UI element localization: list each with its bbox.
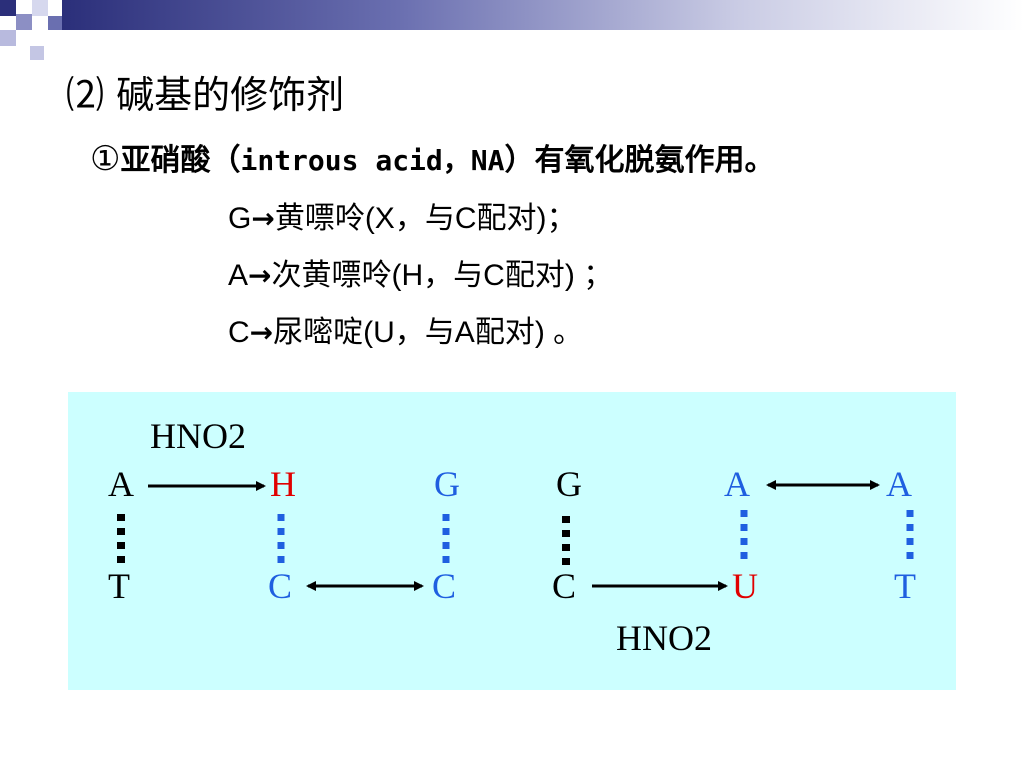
base-c-reference: C (432, 566, 456, 606)
base-t-reference: T (894, 566, 916, 606)
rule-c: C→尿嘧啶(U，与A配对) 。 (228, 315, 584, 350)
base-t-left: T (108, 566, 130, 606)
reagent-label-right: HNO2 (616, 618, 712, 658)
base-u-modified: U (732, 566, 758, 606)
base-h-modified: H (270, 464, 296, 504)
arrow-icon: → (248, 259, 272, 292)
base-a-reference: A (886, 464, 912, 504)
subheading-before: 亚硝酸（ (120, 143, 241, 178)
arrow-icon: → (249, 316, 274, 349)
base-g-right: G (556, 464, 582, 504)
subheading-marker: ① (90, 139, 121, 179)
title-bar-gradient (62, 0, 1024, 30)
base-a-left: A (108, 464, 134, 504)
subheading: ①亚硝酸（introus acid，NA）有氧化脱氨作用。 (90, 135, 775, 179)
arrow-icon: → (251, 202, 275, 235)
base-c-paired-h: C (268, 566, 292, 606)
base-a-paired-u: A (724, 464, 750, 504)
base-g-reference: G (434, 464, 460, 504)
rule-a: A→次黄嘌呤(H，与C配对) ； (228, 258, 614, 293)
corner-decoration (0, 0, 76, 62)
base-c-right: C (552, 566, 576, 606)
rule-g: G→黄嘌呤(X，与C配对)； (228, 201, 577, 236)
deamination-diagram: HNO2 HNO2 A T H C G C G C A U A T (68, 392, 956, 690)
subheading-term: introus acid，NA (240, 144, 505, 177)
subheading-after: ）有氧化脱氨作用。 (504, 143, 775, 178)
reagent-label-left: HNO2 (150, 416, 246, 456)
section-title: ⑵ 碱基的修饰剂 (66, 73, 345, 117)
diagram-svg: HNO2 HNO2 A T H C G C G C A U A T (108, 416, 916, 658)
